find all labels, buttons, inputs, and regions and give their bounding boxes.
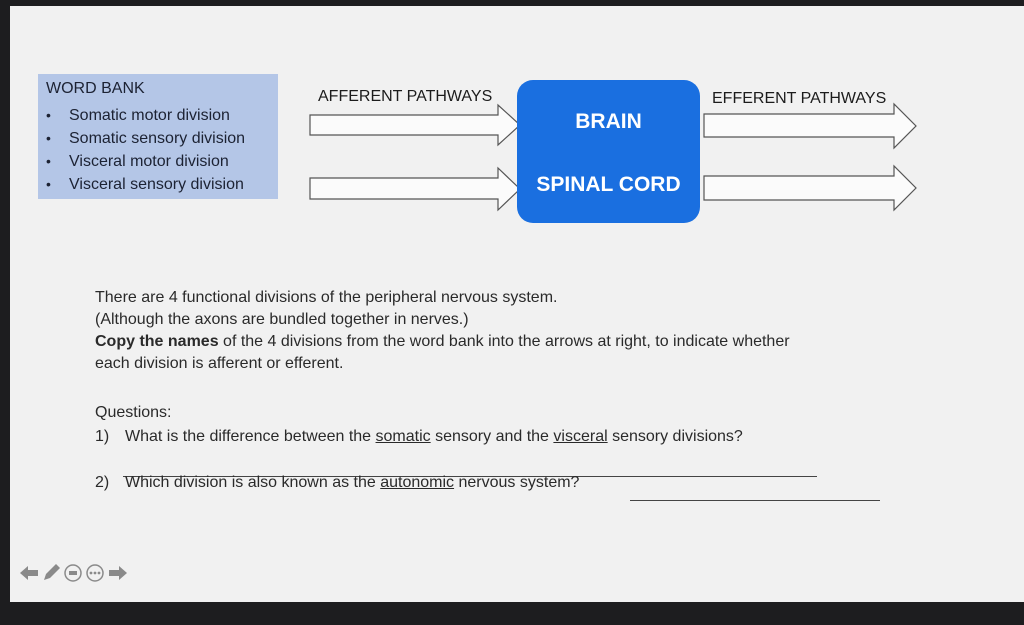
efferent-arrow-top[interactable] bbox=[702, 102, 918, 150]
answer-line-2[interactable] bbox=[630, 500, 880, 501]
spinal-cord-label: SPINAL CORD bbox=[536, 173, 681, 196]
instruction-line: (Although the axons are bundled together… bbox=[95, 311, 469, 328]
question-text: What is the difference between the somat… bbox=[125, 428, 743, 445]
afferent-arrow-top[interactable] bbox=[308, 103, 522, 147]
more-options-icon[interactable] bbox=[85, 563, 105, 583]
questions-section: Questions: 1) What is the difference bet… bbox=[95, 402, 915, 501]
word-bank-item: Somatic motor division bbox=[46, 104, 270, 127]
efferent-arrow-bottom[interactable] bbox=[702, 164, 918, 212]
efferent-pathways-label: EFFERENT PATHWAYS bbox=[712, 90, 887, 107]
instruction-line: Copy the names of the 4 divisions from t… bbox=[95, 331, 915, 353]
instruction-line: each division is afferent or efferent. bbox=[95, 355, 344, 372]
word-bank: WORD BANK Somatic motor division Somatic… bbox=[38, 74, 278, 199]
word-bank-item: Visceral motor division bbox=[46, 150, 270, 173]
chat-icon[interactable] bbox=[63, 563, 83, 583]
afferent-arrow-bottom[interactable] bbox=[308, 166, 522, 212]
instruction-text: of the 4 divisions from the word bank in… bbox=[218, 333, 790, 350]
instructions: There are 4 functional divisions of the … bbox=[95, 287, 915, 375]
cns-box: BRAIN SPINAL CORD bbox=[517, 80, 700, 223]
word-bank-title: WORD BANK bbox=[46, 80, 145, 97]
questions-heading: Questions: bbox=[95, 404, 172, 421]
next-arrow-icon[interactable] bbox=[107, 565, 127, 581]
word-bank-item: Somatic sensory division bbox=[46, 127, 270, 150]
question-number: 1) bbox=[95, 428, 110, 445]
previous-arrow-icon[interactable] bbox=[20, 565, 40, 581]
brain-label: BRAIN bbox=[575, 110, 642, 133]
question-text: Which division is also known as the auto… bbox=[125, 474, 580, 491]
answer-line-1[interactable] bbox=[123, 476, 817, 477]
word-bank-list: Somatic motor division Somatic sensory d… bbox=[46, 104, 270, 196]
pen-icon[interactable] bbox=[41, 563, 61, 583]
afferent-pathways-label: AFFERENT PATHWAYS bbox=[318, 88, 493, 105]
instruction-bold: Copy the names bbox=[95, 333, 219, 350]
word-bank-item: Visceral sensory division bbox=[46, 173, 270, 196]
question-number: 2) bbox=[95, 474, 110, 491]
instruction-line: There are 4 functional divisions of the … bbox=[95, 289, 558, 306]
